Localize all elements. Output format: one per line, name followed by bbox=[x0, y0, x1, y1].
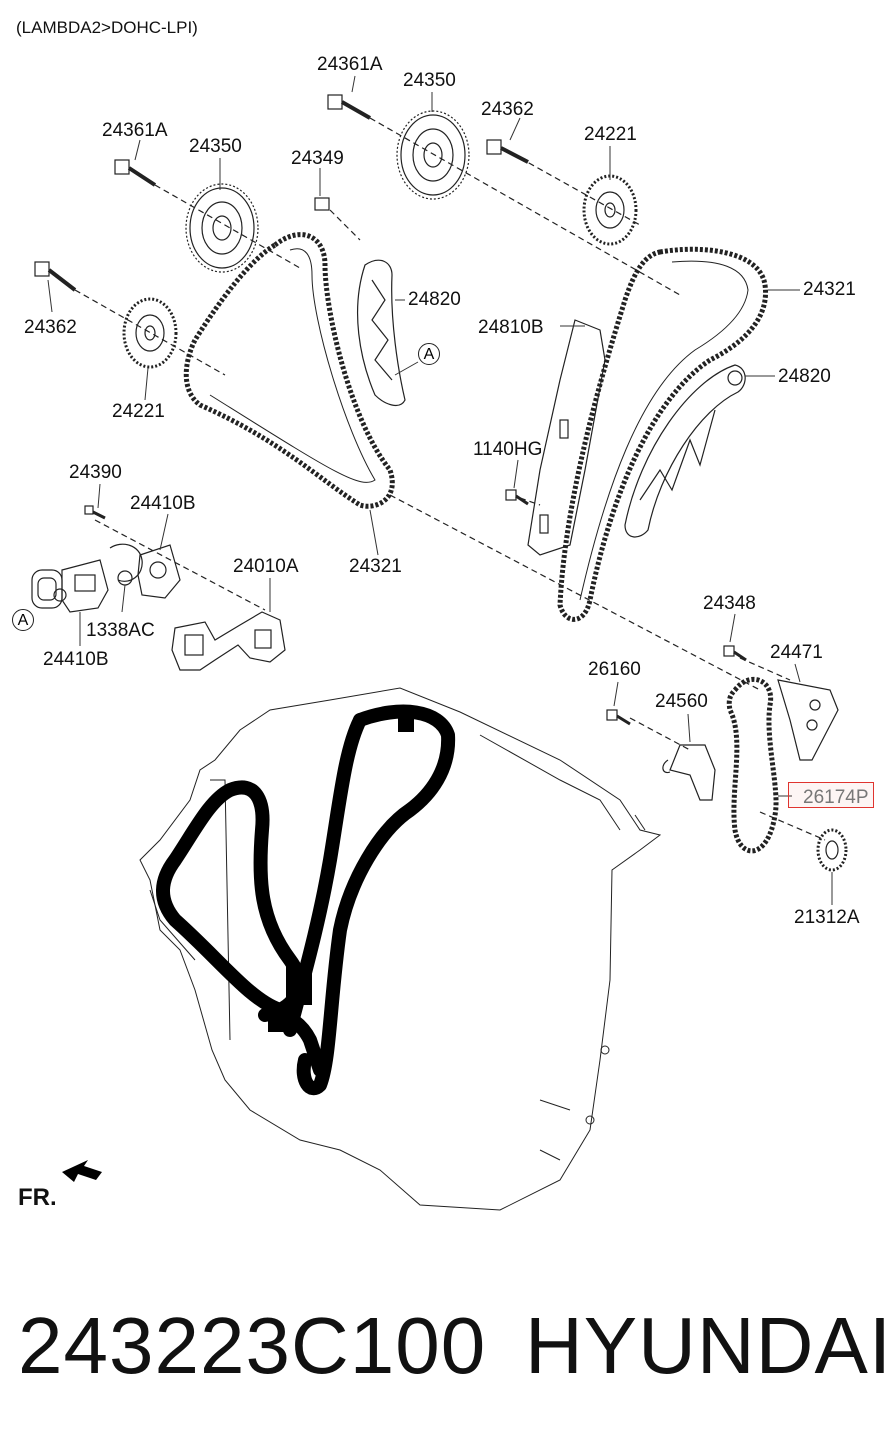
bolt-icons bbox=[34, 94, 747, 726]
part-label-24471: 24471 bbox=[770, 642, 823, 663]
part-label-24410B-top: 24410B bbox=[130, 493, 196, 514]
cam-sprocket-right bbox=[582, 174, 638, 246]
part-label-24362-left: 24362 bbox=[24, 317, 77, 338]
part-label-26160: 26160 bbox=[588, 659, 641, 680]
part-label-24361A-top: 24361A bbox=[317, 54, 383, 75]
part-label-24362-top: 24362 bbox=[481, 99, 534, 120]
highlighted-part-26174P[interactable]: 26174P bbox=[788, 782, 874, 808]
reference-marker-a-upper: A bbox=[418, 343, 440, 365]
part-number: 243223C100 bbox=[18, 1301, 487, 1390]
part-label-24321-mid: 24321 bbox=[349, 556, 402, 577]
part-label-24350-top: 24350 bbox=[403, 70, 456, 91]
part-label-24820-right: 24820 bbox=[778, 366, 831, 387]
part-label-1338AC: 1338AC bbox=[86, 620, 155, 641]
engine-chain-path bbox=[156, 704, 456, 1096]
part-label-21312A: 21312A bbox=[794, 907, 860, 928]
timing-chain-right bbox=[557, 246, 769, 622]
engine-label: (LAMBDA2>DOHC-LPI) bbox=[16, 18, 198, 37]
part-label-24810B: 24810B bbox=[478, 317, 544, 338]
tensioner-arm-right bbox=[624, 364, 746, 538]
hydraulic-tensioner bbox=[31, 543, 181, 613]
tensioner-gasket bbox=[171, 611, 286, 671]
cvvt-sprocket-left bbox=[185, 183, 259, 273]
front-direction-label: FR. bbox=[18, 1184, 57, 1211]
part-label-24350-left: 24350 bbox=[189, 136, 242, 157]
part-label-26174P: 26174P bbox=[803, 787, 869, 808]
part-label-24321-right: 24321 bbox=[803, 279, 856, 300]
part-label-24361A-left: 24361A bbox=[102, 120, 168, 141]
part-label-24820-left: 24820 bbox=[408, 289, 461, 310]
chain-guide-fixed bbox=[527, 319, 606, 556]
timing-chain-left bbox=[183, 232, 395, 509]
part-label-24349: 24349 bbox=[291, 148, 344, 169]
reference-marker-a-lower: A bbox=[12, 609, 34, 631]
part-label-24560: 24560 bbox=[655, 691, 708, 712]
part-label-24410B-bottom: 24410B bbox=[43, 649, 109, 670]
cam-sprocket-left bbox=[122, 297, 178, 369]
part-label-24221-top: 24221 bbox=[584, 124, 637, 145]
cvvt-sprocket-top bbox=[396, 110, 470, 200]
part-label-24221-left: 24221 bbox=[112, 401, 165, 422]
oil-pump-tensioner bbox=[669, 744, 716, 801]
oil-pump-chain bbox=[726, 676, 779, 854]
engine-block-outline bbox=[139, 687, 662, 1211]
chain-guide-left bbox=[356, 259, 406, 407]
part-label-1140HG: 1140HG bbox=[473, 439, 543, 460]
part-label-24010A: 24010A bbox=[233, 556, 299, 577]
part-label-24390: 24390 bbox=[69, 462, 122, 483]
front-arrow-icon bbox=[62, 1160, 102, 1182]
part-label-24348: 24348 bbox=[703, 593, 756, 614]
oil-pump-guide bbox=[777, 679, 839, 761]
brand-name: HYUNDAI bbox=[525, 1301, 886, 1390]
label-leaders bbox=[47, 75, 833, 905]
oil-pump-sprocket bbox=[816, 828, 848, 872]
